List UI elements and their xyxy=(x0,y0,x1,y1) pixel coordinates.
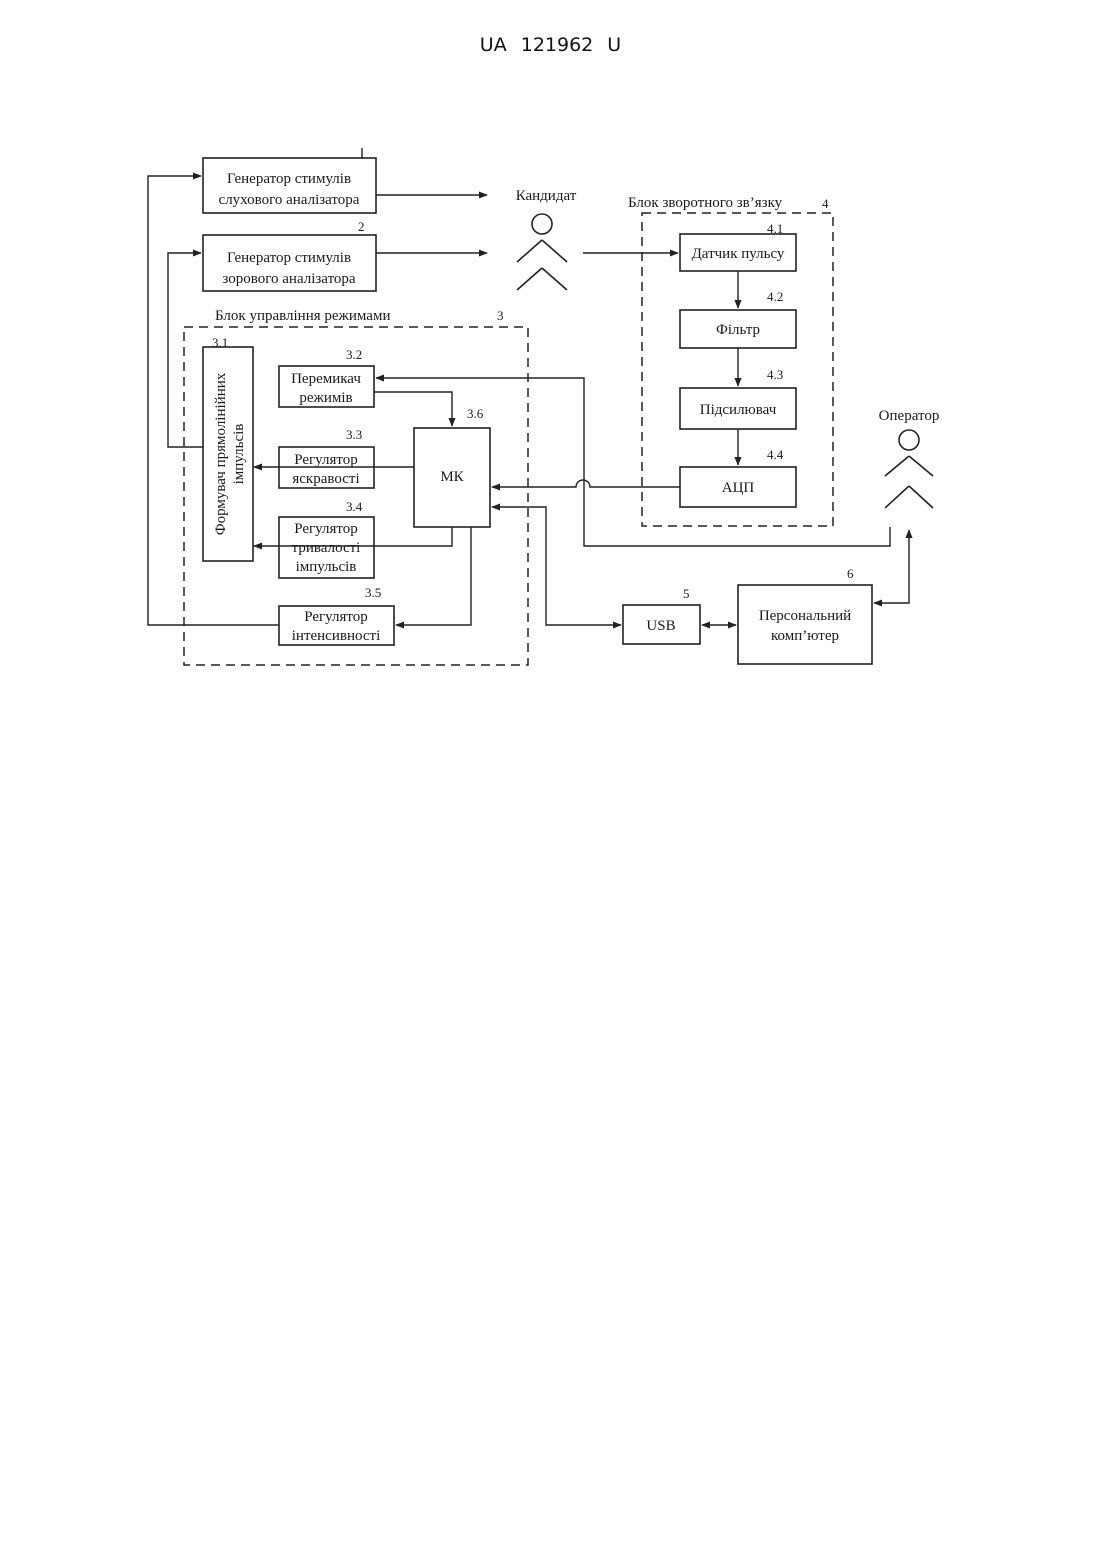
svg-text:Генератор стимулів: Генератор стимулів xyxy=(227,250,351,266)
usb-number: 5 xyxy=(683,586,690,601)
duration-regulator-number: 3.4 xyxy=(346,499,363,514)
operator-label: Оператор xyxy=(879,408,940,424)
svg-text:Фільтр: Фільтр xyxy=(716,322,760,338)
pulse-sensor-number: 4.1 xyxy=(767,221,783,236)
mode-switch-number: 3.2 xyxy=(346,347,362,362)
svg-text:комп’ютер: комп’ютер xyxy=(771,628,839,644)
generator-visual-number: 2 xyxy=(358,219,365,234)
personal-computer-number: 6 xyxy=(847,566,854,581)
pulse-former-box: Формувач прямолінійних імпульсів xyxy=(203,347,253,561)
svg-text:інтенсивності: інтенсивності xyxy=(292,628,380,644)
svg-text:Підсилювач: Підсилювач xyxy=(700,402,777,418)
brightness-regulator-number: 3.3 xyxy=(346,427,362,442)
microcontroller-box: МК xyxy=(414,428,490,527)
svg-text:Датчик пульсу: Датчик пульсу xyxy=(692,246,785,262)
personal-computer-box: Персональний комп’ютер xyxy=(738,585,872,664)
microcontroller-number: 3.6 xyxy=(467,406,484,421)
duration-regulator-box: Регулятор тривалості імпульсів xyxy=(279,517,374,578)
usb-box: USB xyxy=(623,605,700,644)
pulse-sensor-box: Датчик пульсу xyxy=(680,234,796,271)
svg-text:імпульсів: імпульсів xyxy=(296,559,357,575)
arrow-mcu-to-intensity xyxy=(396,527,471,625)
feedback-block-title: Блок зворотного зв’язку xyxy=(628,195,783,211)
arrow-adc-to-mcu xyxy=(492,480,680,487)
svg-text:Формувач прямолінійних: Формувач прямолінійних xyxy=(213,372,229,535)
svg-text:слухового аналізатора: слухового аналізатора xyxy=(219,192,360,208)
pulse-former-number: 3.1 xyxy=(212,335,228,350)
mode-control-block-number: 3 xyxy=(497,308,504,323)
svg-text:Генератор стимулів: Генератор стимулів xyxy=(227,171,351,187)
adc-number: 4.4 xyxy=(767,447,784,462)
filter-box: Фільтр xyxy=(680,310,796,348)
generator-auditory-box: Генератор стимулів слухового аналізатора xyxy=(203,158,376,213)
svg-text:АЦП: АЦП xyxy=(722,480,755,496)
candidate-figure xyxy=(517,214,567,290)
operator-figure xyxy=(885,430,933,508)
mode-switch-box: Перемикач режимів xyxy=(279,366,374,407)
mode-control-block-title: Блок управління режимами xyxy=(215,308,390,324)
amplifier-box: Підсилювач xyxy=(680,388,796,429)
arrow-pc-operator xyxy=(874,530,909,603)
svg-text:USB: USB xyxy=(646,618,675,634)
intensity-regulator-box: Регулятор інтенсивності xyxy=(279,606,394,645)
candidate-label: Кандидат xyxy=(516,188,577,204)
svg-text:яскравості: яскравості xyxy=(292,471,359,487)
arrow-former-to-gen2 xyxy=(168,253,203,447)
svg-text:Регулятор: Регулятор xyxy=(294,521,358,537)
svg-text:зорового аналізатора: зорового аналізатора xyxy=(222,271,356,287)
filter-number: 4.2 xyxy=(767,289,783,304)
svg-text:Перемикач: Перемикач xyxy=(291,371,361,387)
adc-box: АЦП xyxy=(680,467,796,507)
arrow-switch-to-mcu xyxy=(374,392,452,426)
intensity-regulator-number: 3.5 xyxy=(365,585,381,600)
svg-text:МК: МК xyxy=(440,469,464,485)
amplifier-number: 4.3 xyxy=(767,367,783,382)
svg-text:Регулятор: Регулятор xyxy=(304,609,368,625)
feedback-block-number: 4 xyxy=(822,196,829,211)
generator-visual-box: Генератор стимулів зорового аналізатора xyxy=(203,235,376,291)
svg-text:тривалості: тривалості xyxy=(292,540,361,556)
svg-text:Персональний: Персональний xyxy=(759,608,851,624)
svg-text:Регулятор: Регулятор xyxy=(294,452,358,468)
arrow-mcu-usb xyxy=(492,507,621,625)
svg-text:імпульсів: імпульсів xyxy=(231,424,247,485)
svg-text:режимів: режимів xyxy=(299,390,352,406)
